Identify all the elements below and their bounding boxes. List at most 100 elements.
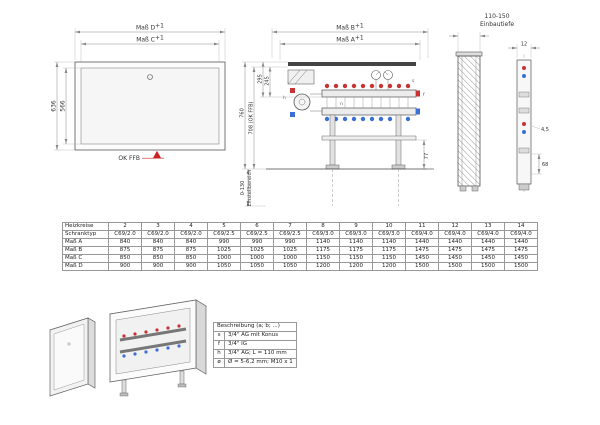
dimension-cell: 1500 [504,262,538,271]
pump [293,93,311,111]
dimension-cell: 1475 [405,246,439,255]
dim-mass-a-label: Maß A+1 [336,35,364,44]
manifold-unit: s f h n [266,62,434,206]
door-lock [147,74,153,80]
foot [325,164,340,170]
return-manifold-bar [321,107,417,116]
row-label: Maß D [62,262,109,271]
dim-566: 566 [60,67,81,145]
row-label: Maß A [62,238,109,247]
dimension-cell: 1450 [438,254,472,263]
cabinet-side-profile [455,51,483,192]
dim-einbautiefe: 110-150 Einbautiefe [449,13,514,54]
dim-245: 245 [265,67,272,97]
flow-meters [324,83,411,89]
dimension-cell: C69/2.0 [174,230,208,239]
adjust-range-sublabel: Einstellbereich [247,170,253,207]
flow-end-cap [416,90,420,97]
dimension-cell: 1025 [273,246,307,255]
depth-label: Einbautiefe [480,21,514,28]
dimension-cell: C69/4.0 [438,230,472,239]
wall-rail [288,62,416,66]
side-profile-hatch [458,56,480,186]
flow-valve [290,88,295,93]
dim-mass-c-label: Maß C+1 [136,35,164,44]
mark-f: f [423,92,425,98]
dimension-cell: C69/2.5 [273,230,307,239]
flow-meters [122,324,181,338]
dimension-cell: 875 [141,246,175,255]
dimension-cell: 1050 [240,262,274,271]
dimension-cell: 1025 [207,246,241,255]
dim-12: 12 [508,42,540,58]
dimension-cell: 1200 [339,262,373,271]
dim-760-label: 760 [240,108,246,118]
row-label: Maß C [62,254,109,263]
dim-708-label: 708 (OK FFB) [249,101,255,134]
dimension-cell: 1175 [372,246,406,255]
dimension-cell: 840 [108,238,142,247]
dim-12-label: 12 [521,42,527,48]
iso-cabinet-open [109,299,207,397]
dimension-cell: 1450 [405,254,439,263]
foot [471,185,479,192]
dimension-cell: 1175 [339,246,373,255]
dimension-cell: 875 [108,246,142,255]
dimension-cell: 840 [174,238,208,247]
dimension-cell: 990 [273,238,307,247]
dim-708: 708 (OK FFB) [249,66,288,169]
dimension-cell: 1000 [207,254,241,263]
dimension-cell: 1200 [306,262,340,271]
dimension-cell: 13 [471,222,505,231]
dim-636: 636 [51,61,75,151]
dimension-cell: C69/4.0 [405,230,439,239]
dimension-cell: 11 [405,222,439,231]
dimension-cell: 2 [108,222,142,231]
dimension-cell: C69/4.0 [471,230,505,239]
dimension-cell: C69/4.0 [504,230,538,239]
dimension-cell: 1500 [405,262,439,271]
flow-port [522,122,526,126]
leg [179,370,185,385]
dim-mass-c: Maß C+1 [80,35,220,66]
dimension-cell: 1025 [240,246,274,255]
mark-s: s [412,79,415,84]
dimension-cell: C69/2.5 [207,230,241,239]
dimension-cell: 4 [174,222,208,231]
dim-adjust-range: 0-130 Einstellbereich [240,169,266,206]
valve-caps [122,344,181,358]
dimension-cell: 1000 [240,254,274,263]
dimension-cell: 7 [273,222,307,231]
side-view: 110-150 Einbautiefe 12 [449,13,549,192]
legend-key: s [213,331,225,341]
ok-ffb-arrow-icon [153,150,161,158]
dimension-cell: 1440 [471,238,505,247]
dimension-cell: 1150 [306,254,340,263]
dimension-cell: 990 [240,238,274,247]
dimension-cell: 990 [207,238,241,247]
dimension-cell: 1440 [405,238,439,247]
dimension-cell: 3 [141,222,175,231]
cabinet-door [80,67,220,145]
dimension-cell: 14 [504,222,538,231]
front-view: Maß D+1 Maß C+1 636 566 [51,23,226,162]
return-port [522,74,526,78]
mark-h: h [283,95,286,101]
dimension-cell: 1140 [306,238,340,247]
row-label: Heizkreise [62,222,109,231]
door-lock [67,342,71,346]
return-valve [290,112,295,117]
legend-desc: 3/4" AG mit Konus [224,331,297,341]
dimension-cell: C69/2.5 [240,230,274,239]
dimension-cell: C69/2.0 [108,230,142,239]
legend-key: ø [213,358,225,368]
dimension-cell: C69/3.0 [339,230,373,239]
legend-desc: Ø = 5-6,2 mm; M10 x 1 [224,358,297,368]
dim-68: 68 [531,153,548,175]
